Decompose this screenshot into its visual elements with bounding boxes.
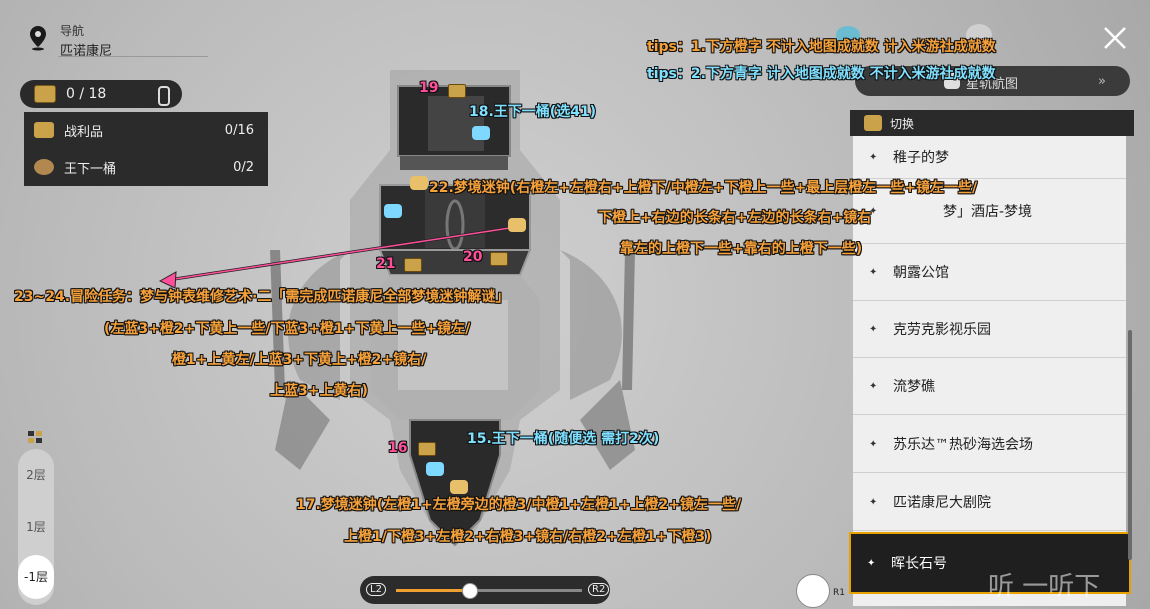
layers-icon bbox=[28, 431, 42, 443]
zoom-thumb[interactable] bbox=[461, 583, 478, 599]
label-17-line2: 上橙1/下橙3+左橙2+右橙3+镜右/右橙2+左橙1+下橙3) bbox=[344, 529, 712, 545]
diamond-icon: ✦ bbox=[869, 151, 878, 163]
area-item-label: 流梦礁 bbox=[893, 379, 935, 395]
barrel-marker-icon[interactable] bbox=[384, 204, 402, 218]
zoom-in-button[interactable]: R2 bbox=[588, 583, 610, 596]
area-list: ✦ 稚子的梦 ✦ 梦」酒店-梦境 ✦ 朝露公馆 ✦ 克劳克影视乐园 ✦ 流梦礁 ✦ 苏乐达™… bbox=[853, 136, 1126, 606]
label-23-line3: 橙1+上黄左/上蓝3+下黄上+橙2+镜右/ bbox=[172, 352, 427, 368]
chest-marker[interactable] bbox=[418, 442, 436, 456]
list-item-label: 战利品 bbox=[64, 124, 104, 140]
collectible-count: 0 / 18 bbox=[66, 86, 107, 102]
puzzle-marker-icon[interactable] bbox=[410, 176, 428, 190]
nav-divider bbox=[58, 56, 208, 57]
label-23-line2: (左蓝3+橙2+下黄上一些/下蓝3+橙1+下黄上一些+镜左/ bbox=[104, 321, 471, 337]
area-item-selected[interactable]: ✦ 晖长石号 bbox=[849, 532, 1131, 594]
label-21: 21 bbox=[376, 256, 396, 272]
chest-marker[interactable] bbox=[404, 258, 422, 272]
label-15: 15.王下一桶(随便选 需打2次) bbox=[467, 431, 660, 447]
area-item-label: 克劳克影视乐园 bbox=[893, 322, 991, 338]
area-item[interactable]: ✦ 朝露公馆 bbox=[853, 244, 1126, 301]
switch-header-label: 切换 bbox=[890, 116, 915, 131]
map-pin-icon bbox=[30, 26, 46, 51]
area-item-label: 朝露公馆 bbox=[893, 265, 949, 281]
diamond-icon: ✦ bbox=[869, 380, 878, 392]
loot-icon bbox=[34, 122, 54, 138]
list-item[interactable]: 王下一桶 0/2 bbox=[24, 149, 268, 185]
barrel-marker-icon[interactable] bbox=[472, 126, 490, 140]
area-list-scrollbar[interactable] bbox=[1128, 330, 1132, 560]
label-19: 19 bbox=[419, 80, 439, 96]
barrel-marker-icon[interactable] bbox=[426, 462, 444, 476]
diamond-icon: ✦ bbox=[869, 205, 878, 217]
area-item[interactable]: ✦ 流梦礁 bbox=[853, 358, 1126, 415]
r1-label: R1 bbox=[833, 588, 845, 598]
label-23-line4: 上蓝3+上黄右) bbox=[270, 383, 368, 399]
list-item-count: 0/2 bbox=[233, 159, 254, 175]
floor-2-button[interactable]: 2层 bbox=[26, 468, 46, 482]
area-item-label: 苏乐达™热砂海选会场 bbox=[893, 437, 1033, 453]
tip-line-2: tips：2.下方青字 计入地图成就数 不计入米游社成就数 bbox=[647, 66, 996, 82]
area-item[interactable]: ✦ 梦」酒店-梦境 bbox=[853, 179, 1126, 244]
floor-1-button[interactable]: 1层 bbox=[26, 520, 46, 534]
diamond-icon: ✦ bbox=[869, 266, 878, 278]
area-item-label: 匹诺康尼大剧院 bbox=[893, 495, 991, 511]
switch-header: 切换 bbox=[850, 110, 1134, 136]
puzzle-marker-icon[interactable] bbox=[508, 218, 526, 232]
chevron-right-icon: » bbox=[1098, 74, 1106, 89]
collectible-counter[interactable]: 0 / 18 bbox=[20, 80, 182, 108]
tip-line-1: tips：1.下方橙字 不计入地图成就数 计入米游社成就数 bbox=[647, 39, 996, 55]
label-22-line1: 22.梦境迷钟(右橙左+左橙右+上橙下/中橙左+下橙上一些+最上层橙左一些+镜左… bbox=[429, 180, 978, 196]
diamond-icon: ✦ bbox=[869, 438, 878, 450]
floor-b1-button[interactable]: -1层 bbox=[18, 555, 54, 599]
planet-icon[interactable] bbox=[836, 26, 860, 44]
list-item-label: 王下一桶 bbox=[64, 161, 117, 177]
label-18: 18.王下一桶(选41) bbox=[469, 104, 597, 120]
chest-marker[interactable] bbox=[490, 252, 508, 266]
area-item[interactable]: ✦ 克劳克影视乐园 bbox=[853, 301, 1126, 358]
collectible-list: 战利品 0/16 王下一桶 0/2 bbox=[24, 112, 268, 186]
label-23-line1: 23~24.冒险任务：梦与钟表维修艺术·二「需完成匹诺康尼全部梦境迷钟解谜」 bbox=[14, 289, 510, 305]
close-icon[interactable] bbox=[1102, 25, 1128, 51]
map-book-icon bbox=[944, 71, 960, 89]
switch-icon bbox=[864, 115, 882, 131]
area-item-label: 稚子的梦 bbox=[893, 150, 949, 166]
area-item-label: 晖长石号 bbox=[891, 556, 947, 572]
label-22-line3: 靠左的上橙下一些+靠右的上橙下一些) bbox=[620, 241, 863, 257]
zoom-out-button[interactable]: L2 bbox=[366, 583, 386, 596]
diamond-icon: ✦ bbox=[869, 496, 878, 508]
nav-title: 导航 bbox=[60, 24, 85, 38]
star-rail-map-button[interactable] bbox=[855, 66, 1130, 96]
nav-location: 匹诺康尼 bbox=[60, 44, 113, 59]
trailblaze-icon[interactable] bbox=[796, 574, 830, 608]
chest-marker[interactable] bbox=[448, 84, 466, 98]
trash-can-icon bbox=[34, 159, 54, 175]
area-item[interactable]: ✦ 稚子的梦 bbox=[853, 136, 1126, 179]
list-item[interactable]: 战利品 0/16 bbox=[24, 112, 268, 148]
scroll-icon bbox=[158, 86, 170, 106]
zoom-fill bbox=[396, 589, 469, 592]
diamond-icon: ✦ bbox=[867, 557, 876, 569]
zoom-track[interactable] bbox=[396, 589, 582, 592]
diamond-icon: ✦ bbox=[869, 323, 878, 335]
area-item[interactable]: ✦ 苏乐达™热砂海选会场 bbox=[853, 416, 1126, 473]
puzzle-marker-icon[interactable] bbox=[450, 480, 468, 494]
star-rail-map-label: 星轨航图 bbox=[966, 77, 1019, 92]
label-17-line1: 17.梦境迷钟(左橙1+左橙旁边的橙3/中橙1+左橙1+上橙2+镜左一些/ bbox=[296, 497, 742, 513]
avatar[interactable] bbox=[966, 24, 992, 46]
label-22-line2: 下橙上+右边的长条右+左边的长条右+镜右 bbox=[598, 210, 872, 226]
watermark: 听 一听下 bbox=[988, 572, 1101, 602]
list-item-count: 0/16 bbox=[224, 122, 254, 138]
label-16: 16 bbox=[388, 440, 408, 456]
area-item-label: 梦」酒店-梦境 bbox=[943, 204, 1033, 220]
label-20: 20 bbox=[463, 249, 483, 265]
area-item[interactable]: ✦ 匹诺康尼大剧院 bbox=[853, 474, 1126, 531]
treasure-chest-icon bbox=[34, 85, 56, 103]
